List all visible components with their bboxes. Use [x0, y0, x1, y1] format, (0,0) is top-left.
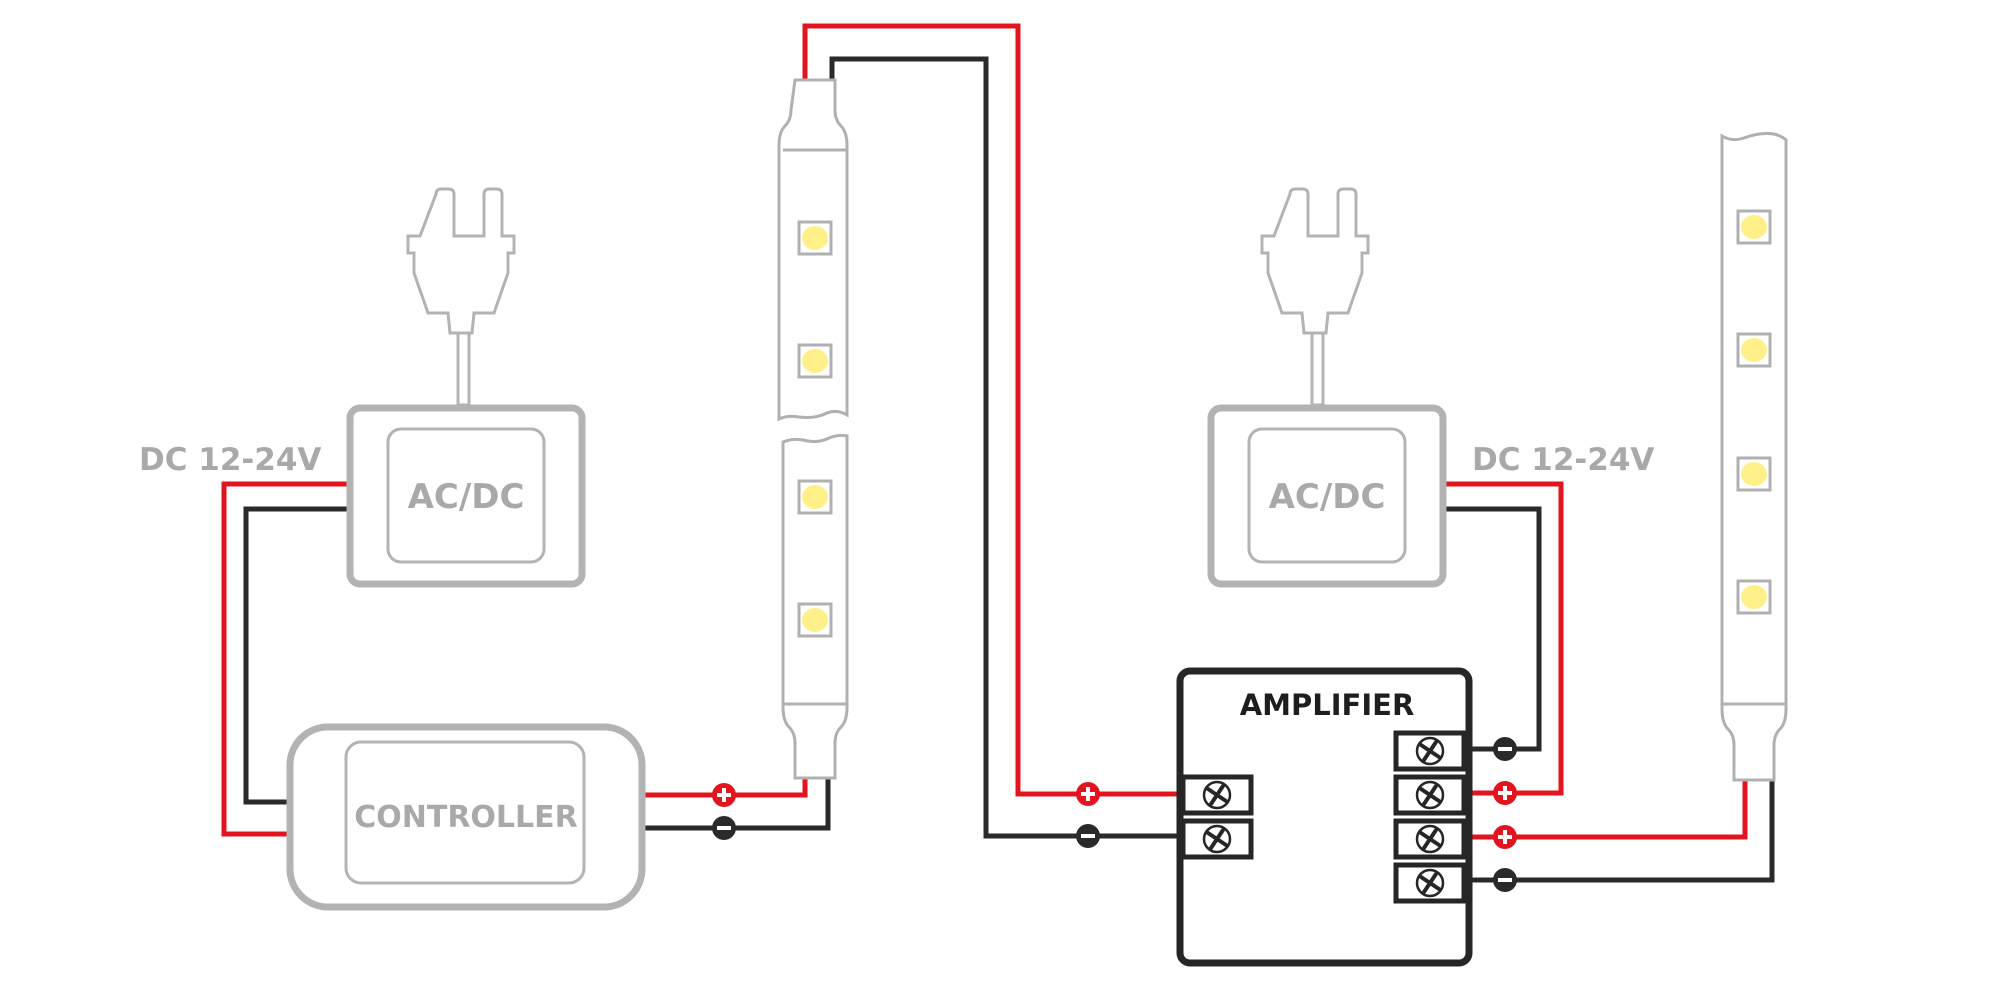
amplifier: AMPLIFIER	[1176, 667, 1473, 967]
psu-right: AC/DC DC 12-24V	[1207, 187, 1654, 588]
wire-psu-left-negative	[243, 506, 350, 805]
screw-slot-icon	[1419, 784, 1441, 806]
wire-strip-to-amp-positive	[802, 23, 1180, 797]
plus-icon	[1493, 825, 1517, 849]
controller: CONTROLLER	[286, 723, 646, 911]
amp-power-terminal-negative	[1393, 730, 1467, 772]
led-2	[797, 343, 833, 379]
amp-output-terminal-positive	[1393, 818, 1467, 860]
led-strip-left-leds	[797, 220, 833, 638]
screw-slot-icon	[1419, 828, 1441, 850]
psu-right-voltage-label: DC 12-24V	[1472, 442, 1654, 478]
controller-name: CONTROLLER	[354, 800, 578, 835]
controller-housing	[286, 723, 646, 911]
psu-left-panel	[386, 427, 546, 564]
plug-icon	[406, 187, 516, 407]
wire-amp-to-strip-negative	[1465, 778, 1775, 883]
led-light	[1741, 462, 1767, 486]
screw-slot-icon	[1419, 740, 1441, 762]
led-light	[1741, 338, 1767, 362]
led-3	[1736, 456, 1772, 492]
polarity-markers	[712, 737, 1517, 892]
amplifier-name: AMPLIFIER	[1240, 688, 1415, 722]
psu-left: AC/DC DC 12-24V	[139, 187, 586, 588]
screw-slot-icon	[1206, 828, 1228, 850]
minus-icon	[712, 816, 736, 840]
plus-icon	[1076, 782, 1100, 806]
wire-controller-to-strip-positive	[642, 778, 808, 798]
amp-input-terminal-positive	[1180, 774, 1254, 816]
led-light	[802, 608, 828, 632]
minus-icon	[1493, 737, 1517, 761]
wires	[221, 23, 1775, 883]
wire-controller-to-strip-negative	[642, 778, 831, 831]
screw-slot-icon	[1419, 872, 1441, 894]
amplifier-terminals	[1180, 730, 1467, 904]
wire-psu-left-positive	[221, 481, 350, 837]
led-light	[1741, 585, 1767, 609]
led-strip-right-leds	[1736, 209, 1772, 615]
wire-strip-to-amp-negative	[829, 56, 1180, 839]
psu-left-name: AC/DC	[408, 477, 525, 517]
minus-icon	[1076, 824, 1100, 848]
led-4	[797, 602, 833, 638]
amp-input-terminal-negative	[1180, 818, 1254, 860]
led-light	[802, 349, 828, 373]
psu-right-panel	[1247, 427, 1407, 564]
wire-amp-to-strip-positive	[1465, 778, 1748, 840]
led-2	[1736, 332, 1772, 368]
screw-slot-icon	[1206, 784, 1228, 806]
plug-icon	[1260, 187, 1370, 407]
led-4	[1736, 579, 1772, 615]
psu-right-housing	[1207, 404, 1447, 588]
amp-power-terminal-positive	[1393, 774, 1467, 816]
controller-panel	[344, 740, 586, 885]
minus-icon	[1493, 868, 1517, 892]
led-1	[1736, 209, 1772, 245]
led-light	[1741, 215, 1767, 239]
led-strip-left	[777, 78, 849, 780]
led-light	[802, 226, 828, 250]
plus-icon	[1493, 781, 1517, 805]
amp-output-terminal-negative	[1393, 862, 1467, 904]
led-1	[797, 220, 833, 256]
led-light	[802, 485, 828, 509]
psu-left-voltage-label: DC 12-24V	[139, 442, 321, 478]
psu-right-name: AC/DC	[1269, 477, 1386, 517]
led-3	[797, 479, 833, 515]
psu-left-housing	[346, 404, 586, 588]
plus-icon	[712, 783, 736, 807]
